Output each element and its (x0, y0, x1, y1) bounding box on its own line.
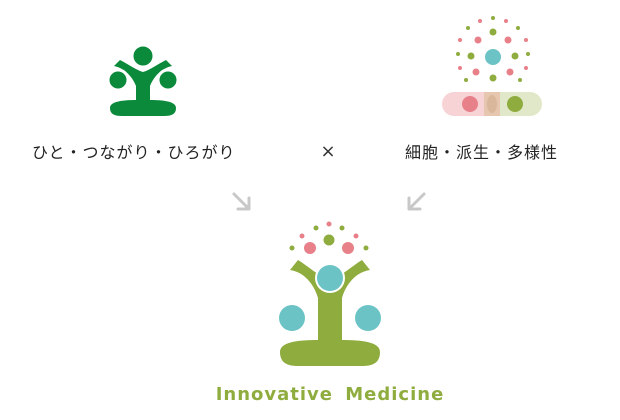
right-caption: 細胞・派生・多様性 (405, 143, 559, 162)
left-caption: ひと・つながり・ひろがり (32, 143, 236, 162)
arrow-down-left-icon (407, 192, 426, 211)
green-person-tree-icon (106, 43, 180, 116)
arrow-down-right-icon (232, 192, 251, 211)
multiply-operator: × (320, 141, 336, 162)
innovative-medicine-logo-icon (277, 221, 383, 366)
result-brand-name: Innovative Medicine (215, 384, 445, 405)
cell-dots-icon (442, 16, 542, 116)
